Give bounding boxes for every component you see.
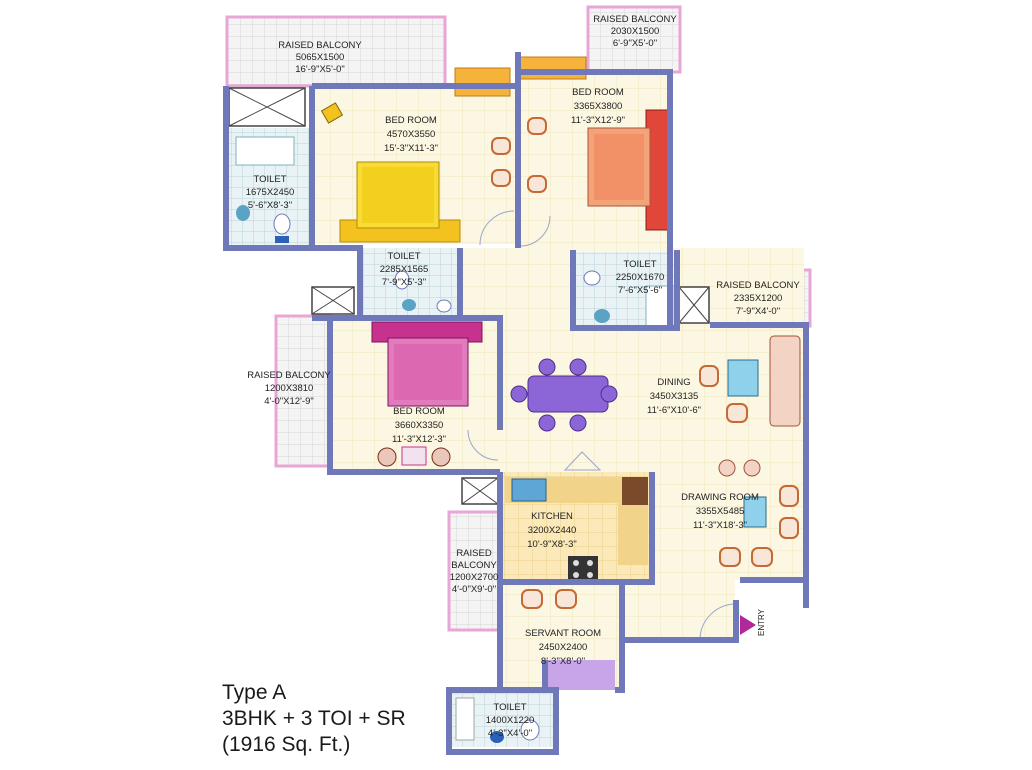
bedroom-3-size-ft: 11'-3"X12'-3" bbox=[392, 434, 446, 445]
bedroom-1-size-ft: 15'-3"X11'-3" bbox=[384, 143, 438, 154]
dining-size-ft: 11'-6"X10'-6" bbox=[647, 405, 701, 416]
balcony-kitchen-size-mm: 1200X2700 bbox=[450, 572, 499, 583]
toilet-center-name: TOILET bbox=[387, 251, 420, 262]
shaft-kitchen bbox=[461, 477, 499, 505]
balcony-kitchen-name-1: RAISED bbox=[456, 548, 492, 559]
bedroom-2-size-mm: 3365X3800 bbox=[574, 101, 623, 112]
balcony-top-right-size-ft: 6'-9"X5'-0" bbox=[613, 38, 657, 49]
dining-name: DINING bbox=[657, 377, 690, 388]
toilet-left-size-mm: 1675X2450 bbox=[246, 187, 295, 198]
balcony-top-right-size-mm: 2030X1500 bbox=[611, 26, 660, 37]
bedroom-2-name: BED ROOM bbox=[572, 87, 624, 98]
drawing-room-size-mm: 3355X5485 bbox=[696, 506, 745, 517]
balcony-left-size-mm: 1200X3810 bbox=[265, 383, 314, 394]
bedroom3-stools bbox=[377, 446, 451, 467]
unit-caption: Type A 3BHK + 3 TOI + SR (1916 Sq. Ft.) bbox=[222, 680, 406, 758]
kitchen-appliances bbox=[511, 477, 648, 582]
shaft-left bbox=[311, 286, 355, 315]
toilet-right-size-ft: 7'-6"X5'-6" bbox=[618, 285, 662, 296]
drawing-room-furniture bbox=[718, 335, 801, 528]
toilet-servant-floor bbox=[452, 692, 554, 747]
bedroom-1-name: BED ROOM bbox=[385, 115, 437, 126]
drawing-room-size-ft: 11'-3"X18'-3" bbox=[693, 520, 747, 531]
bedroom-3-name: BED ROOM bbox=[393, 406, 445, 417]
servant-room-size-ft: 8'-3"X8'-0" bbox=[541, 656, 585, 667]
toilet-servant-size-ft: 4'-3"X4'-0" bbox=[488, 728, 532, 739]
bed-yellow bbox=[320, 102, 461, 243]
balcony-left-name: RAISED BALCONY bbox=[247, 370, 331, 381]
balcony-top-left-size-ft: 16'-9"X5'-0" bbox=[295, 64, 344, 75]
toilet-servant-name: TOILET bbox=[493, 702, 526, 713]
toilet-left-name: TOILET bbox=[253, 174, 286, 185]
shaft-right bbox=[678, 286, 710, 324]
servant-room-name: SERVANT ROOM bbox=[525, 628, 601, 639]
dining-set bbox=[510, 358, 618, 432]
balcony-top-left-size-mm: 5065X1500 bbox=[296, 52, 345, 63]
walls bbox=[223, 52, 809, 755]
entry-marker: ENTRY bbox=[740, 608, 766, 636]
bed-orange bbox=[587, 109, 669, 231]
toilet-center-size-mm: 2285X1565 bbox=[380, 264, 429, 275]
balcony-kitchen-size-ft: 4'-0"X9'-0" bbox=[452, 584, 496, 595]
shaft-top-left bbox=[228, 87, 306, 127]
balcony-kitchen-name-2: BALCONY bbox=[451, 560, 497, 571]
balcony-right-size-ft: 7'-9"X4'-0" bbox=[736, 306, 780, 317]
kitchen-size-mm: 3200X2440 bbox=[528, 525, 577, 536]
bed-pink bbox=[371, 321, 483, 407]
servant-room-size-mm: 2450X2400 bbox=[539, 642, 588, 653]
toilet-right-size-mm: 2250X1670 bbox=[616, 272, 665, 283]
toilet-left-size-ft: 5'-6"X8'-3" bbox=[248, 200, 292, 211]
balcony-top-left-name: RAISED BALCONY bbox=[278, 40, 362, 51]
bedroom-3-size-mm: 3660X3350 bbox=[395, 420, 444, 431]
room-labels: RAISED BALCONY 5065X1500 16'-9"X5'-0" RA… bbox=[246, 14, 801, 739]
bedroom-2-size-ft: 11'-3"X12'-9" bbox=[571, 115, 625, 126]
chairs bbox=[491, 117, 799, 609]
unit-area: (1916 Sq. Ft.) bbox=[222, 733, 351, 756]
balcony-top-left bbox=[225, 15, 447, 88]
unit-type: Type A bbox=[222, 681, 287, 704]
toilet-center-size-ft: 7'-9"X5'-3" bbox=[382, 277, 426, 288]
drawing-room-name: DRAWING ROOM bbox=[681, 492, 759, 503]
toilet-right-name: TOILET bbox=[623, 259, 656, 270]
toilet-servant-size-mm: 1400X1220 bbox=[486, 715, 535, 726]
entry-label: ENTRY bbox=[757, 608, 766, 636]
bedroom-1-size-mm: 4570X3550 bbox=[387, 129, 436, 140]
door-swings bbox=[467, 210, 737, 641]
balcony-right-name: RAISED BALCONY bbox=[716, 280, 800, 291]
balcony-left-size-ft: 4'-0"X12'-9" bbox=[264, 396, 313, 407]
unit-configuration: 3BHK + 3 TOI + SR bbox=[222, 707, 406, 730]
balcony-kitchen bbox=[447, 510, 501, 632]
dining-size-mm: 3450X3135 bbox=[650, 391, 699, 402]
kitchen-name: KITCHEN bbox=[531, 511, 573, 522]
kitchen-size-ft: 10'-9"X8'-3" bbox=[527, 539, 576, 550]
balcony-right-size-mm: 2335X1200 bbox=[734, 293, 783, 304]
balcony-top-right-name: RAISED BALCONY bbox=[593, 14, 677, 25]
toilet-left-floor bbox=[229, 128, 311, 245]
toilet-center-floor bbox=[361, 248, 463, 318]
